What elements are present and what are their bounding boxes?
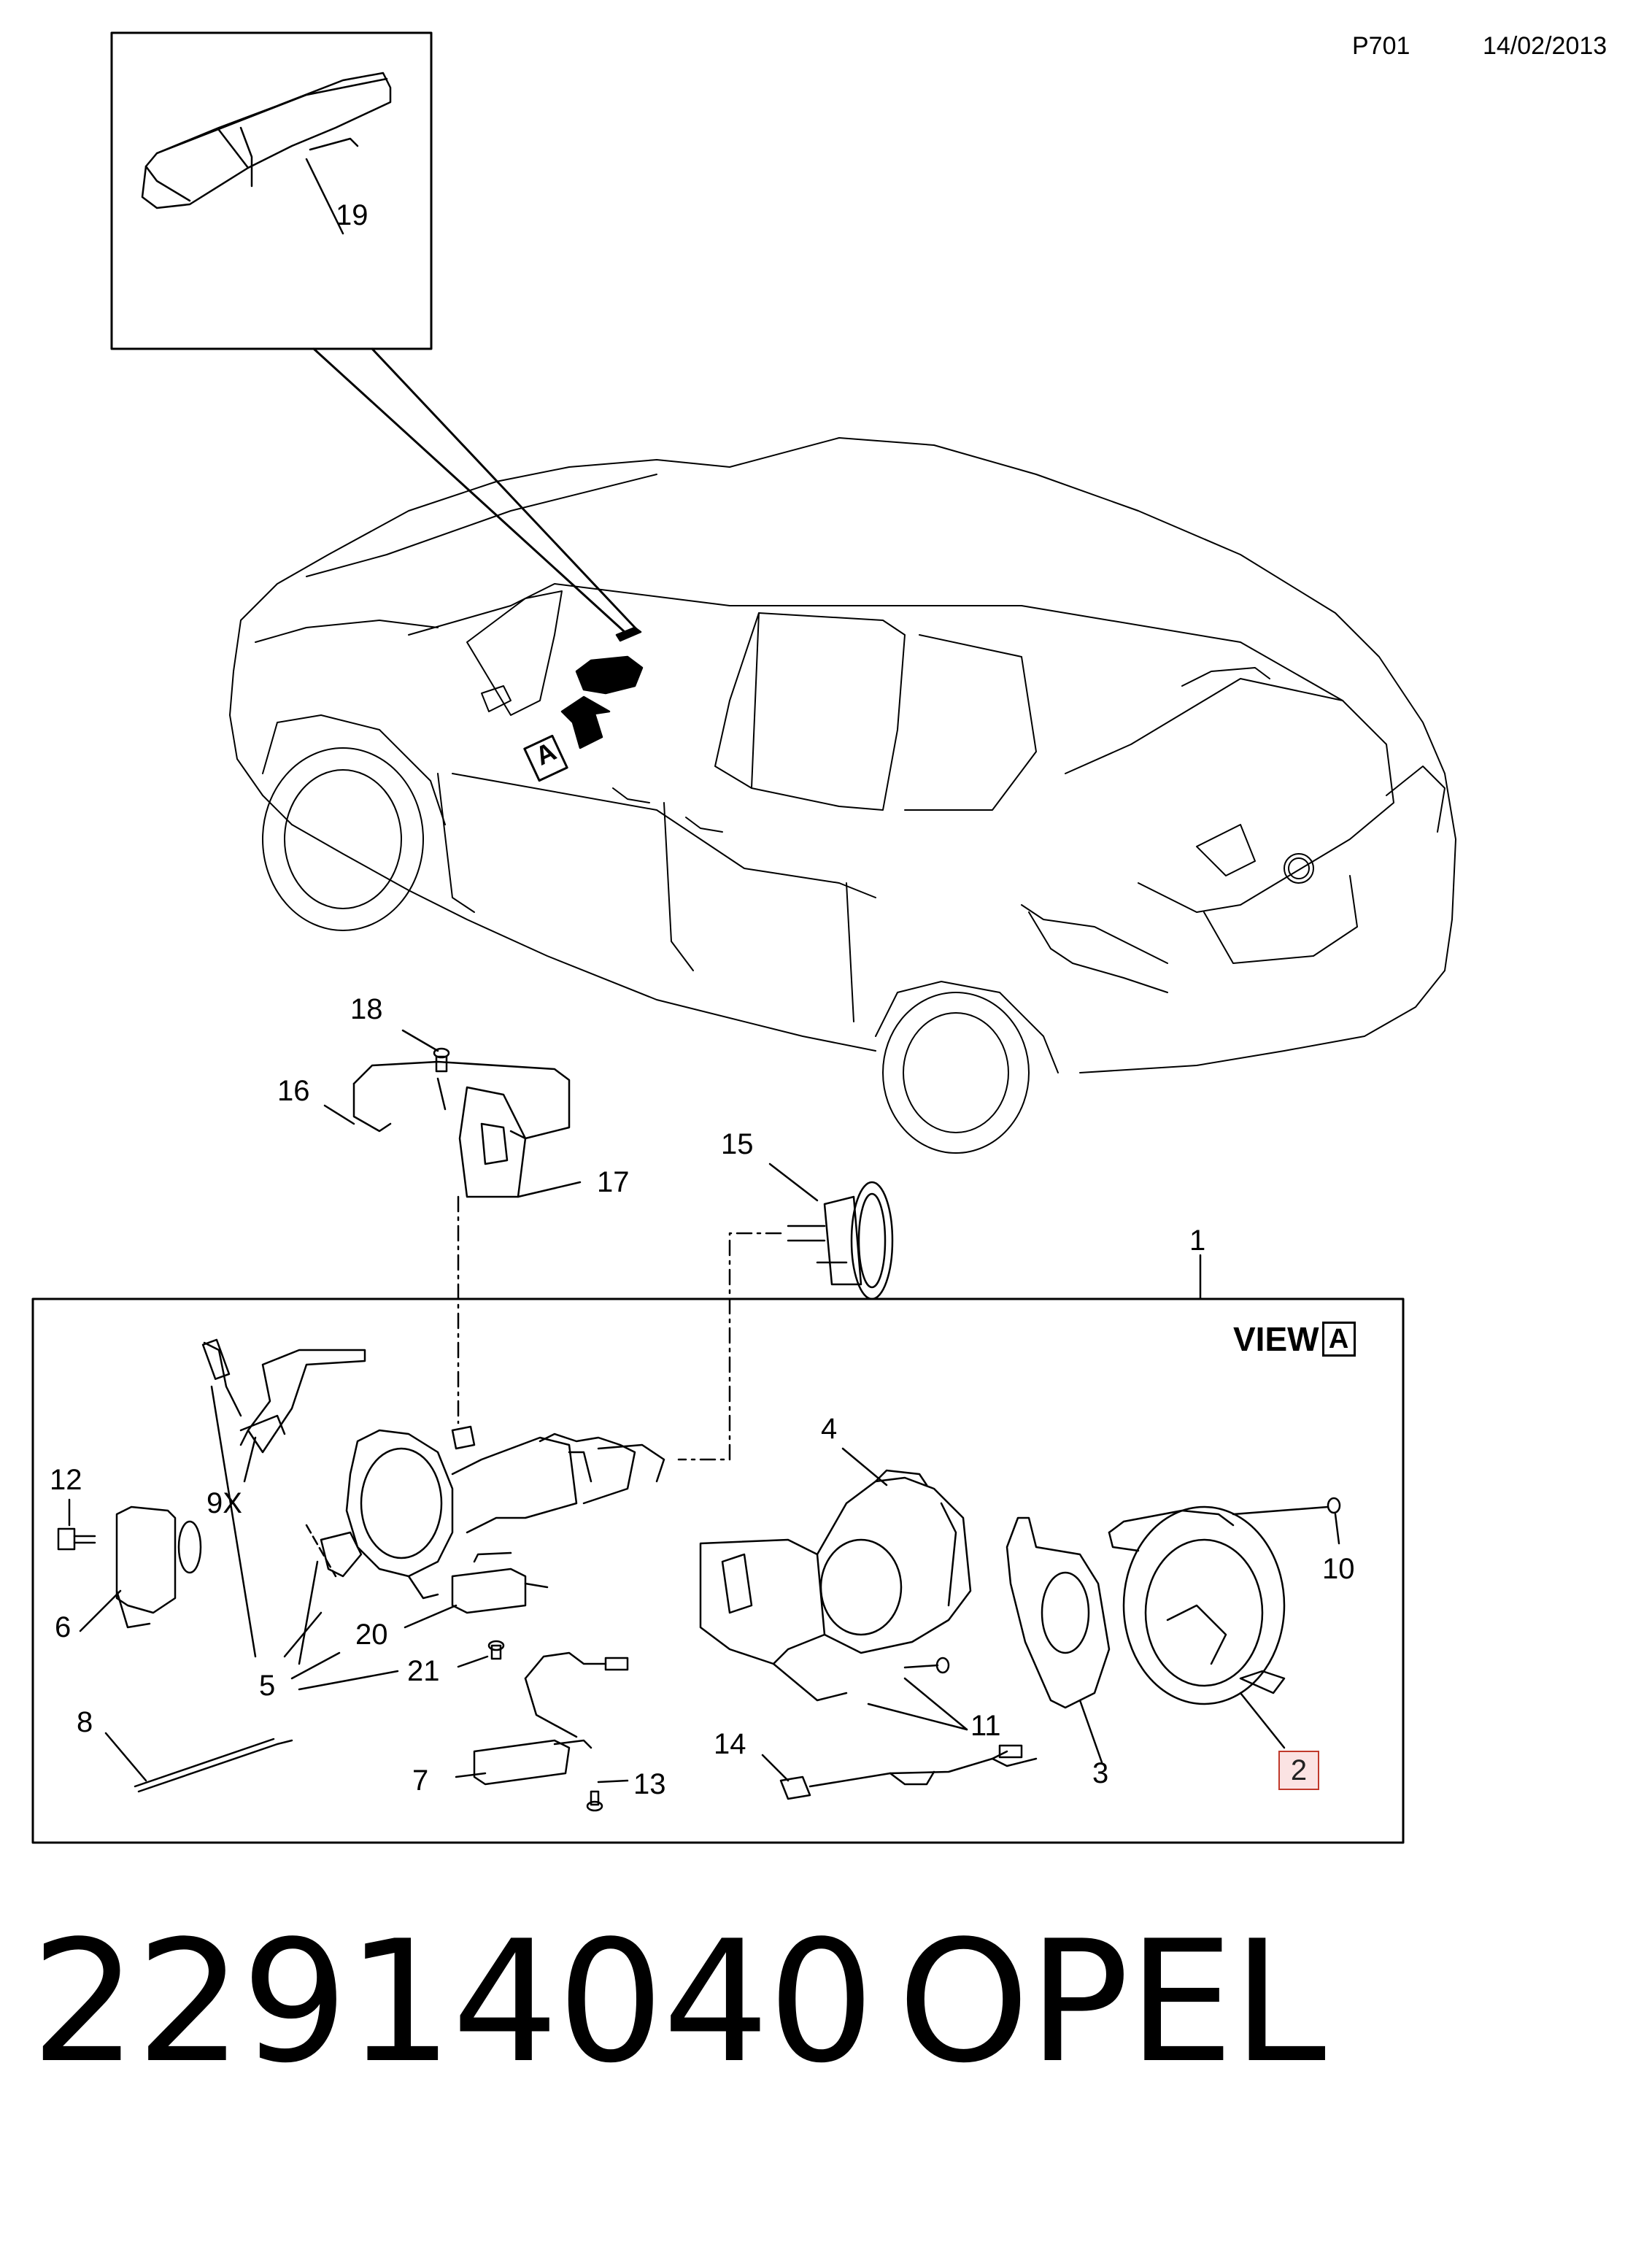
leader-7	[455, 1772, 487, 1778]
leader-5e	[298, 1560, 319, 1665]
part-13-screw	[586, 1790, 603, 1812]
callout-16: 16	[277, 1075, 310, 1107]
callout-9x: 9X	[206, 1487, 242, 1519]
zoom-line-right	[371, 347, 638, 631]
leader-10	[1334, 1513, 1340, 1545]
view-a-box	[31, 1297, 1405, 1844]
dash-line-c	[305, 1524, 337, 1578]
callout-5: 5	[259, 1670, 276, 1702]
leader-20	[404, 1604, 458, 1629]
leader-19	[305, 158, 344, 235]
leader-18	[401, 1029, 439, 1052]
page-date: 14/02/2013	[1483, 32, 1607, 60]
callout-13: 13	[633, 1768, 666, 1800]
leader-14	[761, 1754, 790, 1782]
callout-18: 18	[350, 993, 383, 1025]
arrow-tag-box	[523, 734, 568, 782]
view-a-arrow	[560, 695, 611, 749]
callout-4: 4	[821, 1413, 838, 1445]
part-3-ring	[1006, 1516, 1111, 1709]
part-5-housing	[320, 1425, 665, 1600]
callout-12: 12	[50, 1464, 82, 1496]
callout-6: 6	[55, 1611, 72, 1643]
leader-17	[517, 1181, 582, 1198]
callout-3: 3	[1092, 1757, 1109, 1789]
part-2-clockspring	[1108, 1505, 1286, 1705]
part-11-screw	[903, 1657, 950, 1674]
part-9x-5-assembly	[201, 1338, 366, 1454]
callout-7: 7	[412, 1765, 429, 1797]
leader-16	[323, 1104, 355, 1125]
part-20-sensor	[451, 1551, 549, 1614]
part-19-module	[141, 72, 392, 209]
view-a-label: VIEW A	[1233, 1319, 1356, 1359]
callout-2-highlighted[interactable]: 2	[1278, 1751, 1319, 1790]
callout-10: 10	[1322, 1553, 1355, 1585]
part-21-screw	[487, 1640, 505, 1660]
part-14-harness	[779, 1744, 1038, 1800]
leader-15	[768, 1162, 819, 1202]
part-16-17-bracket	[352, 1060, 571, 1198]
callout-21: 21	[407, 1655, 440, 1687]
car-part-location	[575, 626, 644, 695]
part-4-lock-housing	[699, 1469, 972, 1702]
view-label-text: VIEW	[1233, 1320, 1319, 1358]
part-15-connector	[787, 1181, 894, 1300]
leader-5b	[210, 1385, 257, 1658]
part-18-screw	[433, 1047, 450, 1073]
callout-1: 1	[1189, 1225, 1206, 1257]
part-10-screw	[1232, 1497, 1341, 1516]
page-code: P701	[1352, 32, 1410, 60]
leader-8	[104, 1732, 147, 1782]
callout-14: 14	[714, 1728, 746, 1760]
callout-20: 20	[355, 1619, 388, 1651]
leader-11b	[867, 1703, 968, 1731]
dash-line-b	[677, 1232, 782, 1461]
leader-11a	[903, 1677, 968, 1731]
part-7-module	[473, 1651, 629, 1786]
leader-9x	[243, 1436, 257, 1483]
view-label-letter: A	[1321, 1322, 1356, 1357]
leader-5c	[290, 1651, 341, 1680]
leader-4	[841, 1447, 888, 1486]
callout-15: 15	[721, 1128, 754, 1160]
car-outline	[229, 437, 1456, 1154]
leader-3	[1078, 1699, 1103, 1764]
part-number: 22914040	[31, 1905, 875, 2100]
leader-5d	[298, 1670, 399, 1691]
brand-name: OPEL	[898, 1905, 1326, 2100]
callout-19: 19	[336, 199, 368, 231]
part-12-screw	[57, 1527, 96, 1551]
leader-13	[597, 1779, 629, 1784]
callout-17: 17	[597, 1166, 630, 1198]
leader-21	[457, 1655, 489, 1668]
leader-2	[1239, 1692, 1286, 1749]
leader-5a	[283, 1611, 323, 1658]
callout-11: 11	[970, 1710, 1001, 1742]
part-8-cable	[134, 1738, 293, 1793]
callout-8: 8	[77, 1706, 93, 1738]
detail-box-19	[110, 31, 433, 350]
leader-6	[79, 1589, 122, 1632]
part-6-switch	[115, 1505, 202, 1629]
